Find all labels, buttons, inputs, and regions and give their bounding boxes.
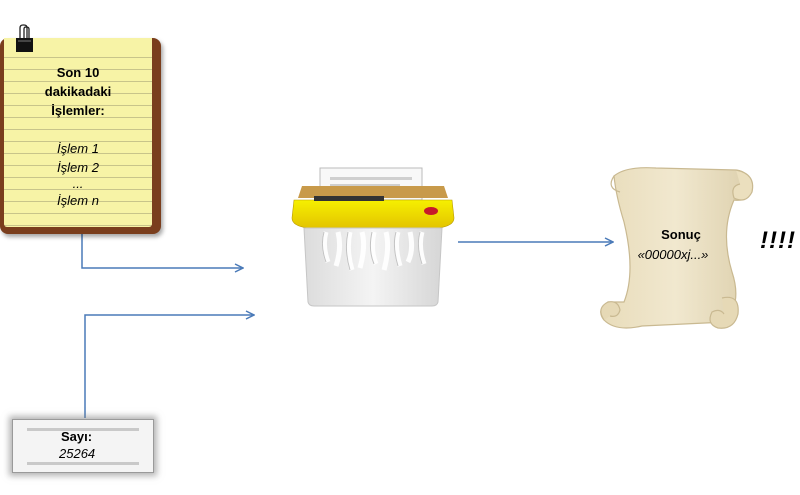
transaction-item: ...	[72, 176, 84, 191]
scroll-icon	[600, 167, 754, 329]
transaction-item: İşlem 1	[57, 141, 99, 156]
shredder-icon	[291, 167, 455, 307]
clipboard-text: Son 10 dakikadaki İşlemler: İşlem 1 İşle…	[4, 63, 152, 210]
binder-clip-icon	[16, 24, 33, 52]
exclamation-marks: !!!!	[760, 227, 796, 254]
number-box-stripe	[27, 428, 139, 431]
clipboard-title-line-2: dakikadaki	[44, 84, 112, 99]
number-label: Sayı:	[61, 429, 93, 444]
result-value: «00000xj...»	[637, 247, 709, 262]
clipboard-paper	[4, 38, 152, 227]
clipboard-title-line-1: Son 10	[56, 65, 100, 80]
transaction-item: İşlem n	[57, 193, 99, 208]
number-box: Sayı: 25264	[12, 419, 154, 473]
arrow-number-to-shredder	[84, 315, 254, 418]
number-box-stripe	[27, 462, 139, 465]
arrow-clipboard-to-shredder	[81, 232, 243, 268]
clipboard-title-line-3: İşlemler:	[51, 103, 105, 118]
transaction-item: İşlem 2	[57, 160, 99, 175]
number-value: 25264	[59, 446, 96, 461]
result-title: Sonuç	[661, 227, 701, 242]
transactions-clipboard: Son 10 dakikadaki İşlemler: İşlem 1 İşle…	[0, 38, 161, 234]
